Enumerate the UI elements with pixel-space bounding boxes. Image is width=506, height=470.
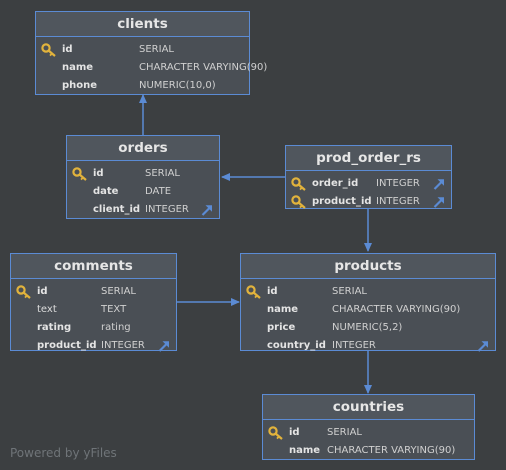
primary-key-icon	[246, 285, 262, 299]
column-type: TEXT	[101, 304, 127, 315]
column-name: id	[289, 427, 300, 438]
powered-by-label: Powered by yFiles	[10, 446, 117, 460]
table-title: prod_order_rs	[286, 146, 451, 171]
column-name: product_id	[37, 340, 97, 351]
column-row-name[interactable]: name CHARACTER VARYING(90)	[241, 301, 495, 319]
column-type: NUMERIC(10,0)	[139, 80, 216, 91]
column-name: rating	[37, 322, 72, 333]
column-row-phone[interactable]: phone NUMERIC(10,0)	[36, 77, 249, 95]
column-row-order-id[interactable]: order_id INTEGER	[286, 175, 451, 193]
column-name: name	[267, 304, 299, 315]
table-title: clients	[36, 12, 249, 37]
column-name: id	[93, 168, 104, 179]
column-type: rating	[101, 322, 131, 333]
primary-key-icon	[291, 177, 307, 191]
column-row-price[interactable]: price NUMERIC(5,2)	[241, 319, 495, 337]
table-orders[interactable]: orders id SERIAL date DATE client_id INTEGER	[66, 135, 220, 219]
column-type: CHARACTER VARYING(90)	[139, 62, 268, 73]
column-row-client-id[interactable]: client_id INTEGER	[67, 201, 219, 219]
table-products[interactable]: products id SERIAL name CHARACTER VARYING(9…	[240, 253, 496, 352]
column-row-name[interactable]: name CHARACTER VARYING(90)	[36, 59, 267, 77]
column-row-text[interactable]: text TEXT	[11, 301, 176, 319]
foreign-key-arrow-icon[interactable]	[477, 340, 489, 352]
column-row-name[interactable]: name CHARACTER VARYING(90)	[263, 442, 474, 460]
column-row-date[interactable]: date DATE	[67, 183, 219, 201]
primary-key-icon	[72, 167, 88, 181]
table-comments[interactable]: comments id SERIAL text TEXT rating rating pro…	[10, 253, 177, 352]
column-type: SERIAL	[101, 286, 136, 297]
column-name: phone	[62, 80, 98, 91]
column-row-id[interactable]: id SERIAL	[11, 283, 176, 301]
column-row-id[interactable]: id SERIAL	[241, 283, 495, 301]
column-name: name	[289, 445, 321, 456]
column-row-product-id[interactable]: product_id INTEGER	[286, 193, 451, 211]
table-title: products	[241, 254, 495, 279]
column-name: id	[62, 44, 73, 55]
column-type: INTEGER	[101, 340, 145, 351]
column-name: id	[37, 286, 48, 297]
table-countries[interactable]: countries id SERIAL name CHARACTER VARYING(…	[262, 394, 475, 460]
column-type: INTEGER	[145, 204, 189, 215]
column-type: DATE	[145, 186, 172, 197]
column-name: id	[267, 286, 278, 297]
column-type: INTEGER	[332, 340, 376, 351]
column-type: NUMERIC(5,2)	[332, 322, 403, 333]
column-name: order_id	[312, 178, 359, 189]
column-name: client_id	[93, 204, 141, 215]
column-type: SERIAL	[139, 44, 174, 55]
column-row-id[interactable]: id SERIAL	[67, 165, 219, 183]
column-type: SERIAL	[327, 427, 362, 438]
foreign-key-arrow-icon[interactable]	[201, 204, 213, 216]
foreign-key-arrow-icon[interactable]	[433, 196, 445, 208]
primary-key-icon	[41, 43, 57, 57]
primary-key-icon	[16, 285, 32, 299]
table-title: orders	[67, 136, 219, 161]
column-type: INTEGER	[376, 196, 420, 207]
primary-key-icon	[268, 426, 284, 440]
column-name: date	[93, 186, 119, 197]
column-row-id[interactable]: id SERIAL	[263, 424, 474, 442]
table-title: countries	[263, 395, 474, 420]
column-name: country_id	[267, 340, 326, 351]
column-name: name	[62, 62, 94, 73]
column-type: SERIAL	[145, 168, 180, 179]
column-row-rating[interactable]: rating rating	[11, 319, 176, 337]
column-name: product_id	[312, 196, 372, 207]
foreign-key-arrow-icon[interactable]	[158, 340, 170, 352]
column-row-id[interactable]: id SERIAL	[36, 41, 249, 59]
column-type: SERIAL	[332, 286, 367, 297]
column-name: text	[37, 304, 57, 315]
table-title: comments	[11, 254, 176, 279]
table-clients[interactable]: clients id SERIAL name CHARACTER VARYING(90…	[35, 11, 267, 95]
column-type: INTEGER	[376, 178, 420, 189]
column-name: price	[267, 322, 296, 333]
foreign-key-arrow-icon[interactable]	[433, 178, 445, 190]
column-type: CHARACTER VARYING(90)	[327, 445, 456, 456]
column-type: CHARACTER VARYING(90)	[332, 304, 461, 315]
column-row-product-id[interactable]: product_id INTEGER	[11, 337, 176, 355]
column-row-country-id[interactable]: country_id INTEGER	[241, 337, 495, 355]
primary-key-icon	[291, 195, 307, 209]
